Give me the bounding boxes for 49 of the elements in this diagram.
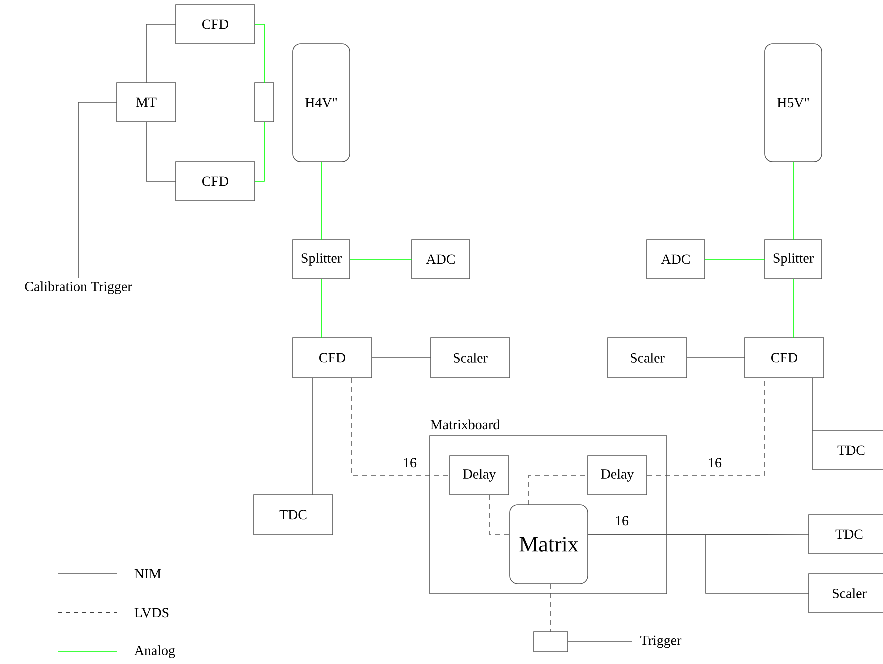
module-box: CFD <box>744 338 824 378</box>
connector <box>793 278 794 338</box>
module-box: TDC <box>812 430 883 470</box>
node-label: Matrixboard <box>430 420 500 430</box>
legend-text: LVDS <box>134 608 169 618</box>
signal-label: Trigger <box>640 636 682 648</box>
connector <box>146 122 176 182</box>
module-box: CFD <box>292 338 372 378</box>
module-box: ADC <box>646 240 706 280</box>
module-box: Splitter <box>764 240 822 280</box>
legend-text: NIM <box>134 569 162 579</box>
edge-label: 16 <box>402 457 418 469</box>
detector-box: H4V" <box>292 44 350 162</box>
connector <box>350 259 412 260</box>
legend-text: Analog <box>134 646 176 658</box>
connector <box>321 162 322 240</box>
connector <box>254 122 265 182</box>
dashed-connector <box>528 475 588 506</box>
module-box: TDC <box>254 494 334 536</box>
terminator-box <box>254 82 274 122</box>
connector <box>588 534 810 594</box>
module-box: Scaler <box>430 338 510 378</box>
dashed-connector <box>352 378 450 476</box>
edge-label: 16 <box>707 457 723 469</box>
dashed-connector <box>550 584 552 632</box>
module-box: MT <box>116 82 176 122</box>
module-box: Scaler <box>608 338 688 378</box>
module-box: ADC <box>412 240 470 280</box>
detector-box: Matrix <box>510 504 588 584</box>
module-box: CFD <box>176 4 256 44</box>
connector <box>146 24 176 84</box>
edge-label: 16 <box>614 515 630 527</box>
module-box: TDC <box>808 514 883 554</box>
terminator-box <box>534 632 568 652</box>
module-box: CFD <box>176 162 256 202</box>
connector <box>812 378 814 432</box>
dashed-connector <box>490 494 510 536</box>
connector <box>312 378 314 496</box>
module-box: Scaler <box>808 574 883 614</box>
connector <box>793 162 794 240</box>
module-box: Delay <box>450 456 510 496</box>
module-box: Delay <box>588 456 648 496</box>
connector <box>254 24 265 84</box>
connector <box>704 259 766 260</box>
connector <box>78 102 118 278</box>
detector-box: H5V" <box>764 44 822 162</box>
connector <box>321 278 322 338</box>
module-box: Splitter <box>292 240 350 280</box>
signal-label: Calibration Trigger <box>25 282 132 294</box>
